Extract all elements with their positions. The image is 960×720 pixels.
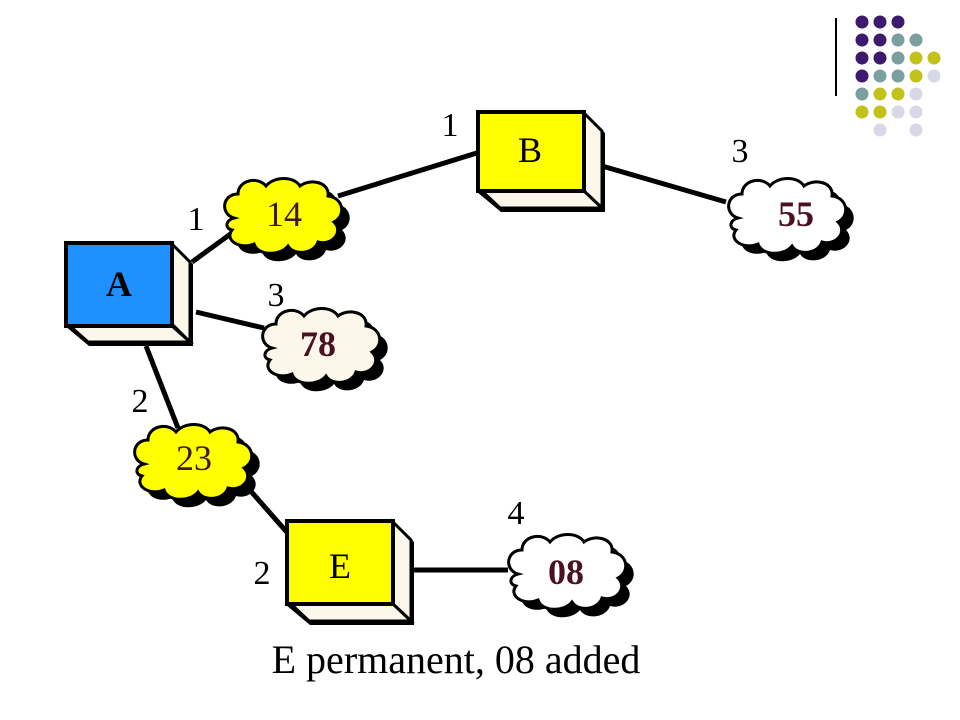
- decorative-dot: [891, 51, 905, 65]
- decorative-dot: [873, 87, 887, 101]
- decorative-dot: [891, 69, 905, 83]
- edge-b-55: [601, 163, 727, 205]
- decorative-corner: [835, 15, 941, 137]
- decorative-dot: [909, 87, 923, 101]
- cloud-55: 55: [727, 177, 854, 262]
- caption-text: E permanent, 08 added: [271, 637, 641, 682]
- decorative-dot: [873, 15, 887, 29]
- decorative-dot: [909, 69, 923, 83]
- decorative-dot: [909, 105, 923, 119]
- edge-a-78: [195, 309, 265, 331]
- edge-14-b: [337, 149, 481, 199]
- edge-23-e: [246, 486, 294, 540]
- decorative-dot: [855, 87, 869, 101]
- decorative-dot: [891, 87, 905, 101]
- decorative-dot: [873, 51, 887, 65]
- decorative-dot: [855, 33, 869, 47]
- decorative-dot: [855, 51, 869, 65]
- decorative-dot: [909, 123, 923, 137]
- cloud-78-label: 78: [300, 324, 336, 364]
- decorative-dot-grid: [855, 15, 941, 137]
- cloud-23: 23: [133, 423, 260, 508]
- decorative-dot: [873, 33, 887, 47]
- decorative-dot: [891, 15, 905, 29]
- node-e-label: E: [329, 546, 351, 586]
- edge-label-e-left: 2: [254, 555, 271, 592]
- edge-label-b-55: 3: [732, 133, 749, 170]
- cloud-55-label: 55: [778, 194, 814, 234]
- decorative-dot: [891, 33, 905, 47]
- edge-label-b-top: 1: [442, 107, 459, 144]
- edges: [143, 149, 727, 573]
- edge-label-a-23: 2: [132, 383, 149, 420]
- cloud-14-label: 14: [266, 194, 302, 234]
- edge-label-e-08: 4: [508, 495, 525, 532]
- decorative-dot: [855, 69, 869, 83]
- node-a-face: [64, 241, 174, 328]
- node-e-face: [285, 519, 395, 606]
- node-b: B: [476, 109, 606, 212]
- decorative-dot: [909, 51, 923, 65]
- decorative-dot: [855, 15, 869, 29]
- decorative-dot: [855, 105, 869, 119]
- cloud-08-label: 08: [548, 552, 584, 592]
- cloud-08: 08: [507, 533, 634, 618]
- cloud-14: 14: [223, 177, 350, 262]
- node-e: E: [285, 518, 415, 625]
- node-a-label: A: [106, 264, 132, 304]
- node-b-face: [476, 110, 586, 193]
- decorative-dot: [873, 123, 887, 137]
- decorative-dot: [873, 69, 887, 83]
- decorative-dot: [927, 69, 941, 83]
- caption: E permanent, 08 added: [0, 636, 960, 683]
- edge-label-a-78: 3: [268, 277, 285, 314]
- node-b-label: B: [518, 130, 542, 170]
- decorative-dot: [891, 105, 905, 119]
- edge-label-a-14: 1: [188, 201, 205, 238]
- cloud-78: 78: [261, 307, 388, 392]
- node-a: A: [64, 240, 194, 346]
- cloud-23-label: 23: [176, 438, 212, 478]
- edge-a-23: [143, 345, 181, 429]
- decorative-dot: [927, 51, 941, 65]
- decorative-dot: [873, 105, 887, 119]
- decorative-dot: [909, 33, 923, 47]
